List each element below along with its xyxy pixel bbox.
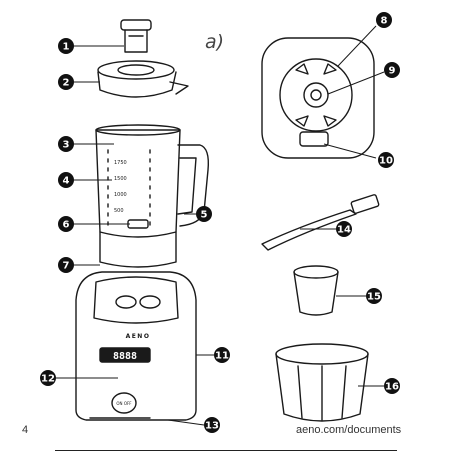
svg-text:7: 7 xyxy=(63,261,70,272)
cleaning-brush xyxy=(262,194,379,250)
callout-10: 10 xyxy=(378,152,394,168)
svg-text:6: 6 xyxy=(63,220,70,231)
callout-12: 12 xyxy=(40,370,56,386)
blender-lid xyxy=(98,61,188,97)
jug-underside-view xyxy=(262,38,374,158)
svg-text:1: 1 xyxy=(63,42,70,53)
svg-text:13: 13 xyxy=(205,421,219,432)
svg-text:15: 15 xyxy=(367,292,381,303)
callout-14: 14 xyxy=(336,221,352,237)
brand-wordmark: AENO xyxy=(126,333,151,340)
svg-text:3: 3 xyxy=(63,140,70,151)
digital-display: 8888 xyxy=(113,351,137,362)
callout-7: 7 xyxy=(58,257,74,273)
filter-basket xyxy=(276,344,368,421)
motor-base-unit xyxy=(76,272,196,420)
callout-13: 13 xyxy=(204,417,220,433)
callout-5: 5 xyxy=(196,206,212,222)
callout-3: 3 xyxy=(58,136,74,152)
svg-text:10: 10 xyxy=(379,156,393,167)
svg-text:11: 11 xyxy=(215,351,229,362)
measuring-cup xyxy=(294,266,338,315)
callout-8: 8 xyxy=(376,12,392,28)
svg-text:4: 4 xyxy=(63,176,70,187)
svg-text:1000: 1000 xyxy=(114,192,127,198)
callout-15: 15 xyxy=(366,288,382,304)
svg-text:5: 5 xyxy=(201,210,208,221)
svg-text:14: 14 xyxy=(337,225,351,236)
svg-text:1750: 1750 xyxy=(114,160,127,166)
svg-text:16: 16 xyxy=(385,382,399,393)
svg-text:2: 2 xyxy=(63,78,70,89)
svg-text:9: 9 xyxy=(389,66,396,77)
measuring-cap xyxy=(121,20,151,52)
blender-jug xyxy=(96,125,208,237)
power-button-label: ON OFF xyxy=(116,401,132,406)
callout-2: 2 xyxy=(58,74,74,90)
documents-url: aeno.com/documents xyxy=(296,424,401,436)
callout-6: 6 xyxy=(58,216,74,232)
page-number: 4 xyxy=(22,424,28,436)
callout-16: 16 xyxy=(384,378,400,394)
footer-rule xyxy=(55,450,397,451)
callout-9: 9 xyxy=(384,62,400,78)
callout-4: 4 xyxy=(58,172,74,188)
callout-11: 11 xyxy=(214,347,230,363)
callout-1: 1 xyxy=(58,38,74,54)
svg-text:12: 12 xyxy=(41,374,55,385)
svg-text:1500: 1500 xyxy=(114,176,127,182)
svg-text:8: 8 xyxy=(381,16,388,27)
svg-text:500: 500 xyxy=(114,208,124,214)
